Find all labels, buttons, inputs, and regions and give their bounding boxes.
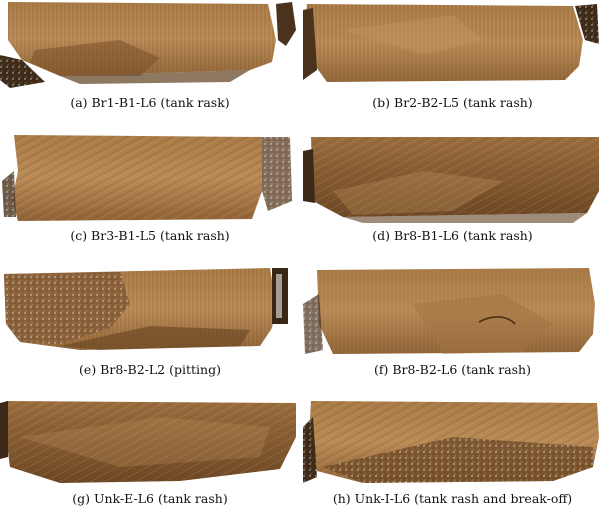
surface-scan-image	[0, 2, 296, 88]
caption-d: (d) Br8-B1-L6 (tank rash)	[372, 228, 533, 243]
caption-e: (e) Br8-B2-L2 (pitting)	[79, 362, 221, 377]
caption-a: (a) Br1-B1-L6 (tank rask)	[70, 95, 230, 110]
panel-e: (e) Br8-B2-L2 (pitting)	[0, 264, 300, 382]
surface-scan-image	[0, 401, 296, 483]
surface-scan-image	[303, 4, 599, 82]
caption-h: (h) Unk-I-L6 (tank rash and break-off)	[332, 491, 573, 506]
surface-scan-image	[303, 401, 599, 483]
surface-scan-image	[303, 137, 599, 223]
caption-f: (f) Br8-B2-L6 (tank rash)	[373, 362, 531, 377]
caption-c: (c) Br3-B1-L5 (tank rash)	[70, 228, 230, 243]
surface-scan-image	[0, 135, 292, 221]
panel-a: (a) Br1-B1-L6 (tank rask)	[0, 0, 300, 115]
panel-b: (b) Br2-B2-L5 (tank rash)	[303, 0, 602, 115]
panel-d: (d) Br8-B1-L6 (tank rash)	[303, 131, 602, 248]
caption-b: (b) Br2-B2-L5 (tank rash)	[372, 95, 533, 110]
caption-g: (g) Unk-E-L6 (tank rash)	[72, 491, 228, 506]
panel-c: (c) Br3-B1-L5 (tank rash)	[0, 131, 300, 248]
panel-f: (f) Br8-B2-L6 (tank rash)	[303, 264, 602, 382]
panel-h: (h) Unk-I-L6 (tank rash and break-off)	[303, 397, 602, 510]
panel-g: (g) Unk-E-L6 (tank rash)	[0, 397, 300, 510]
surface-scan-image	[303, 268, 595, 354]
surface-scan-image	[4, 268, 288, 350]
